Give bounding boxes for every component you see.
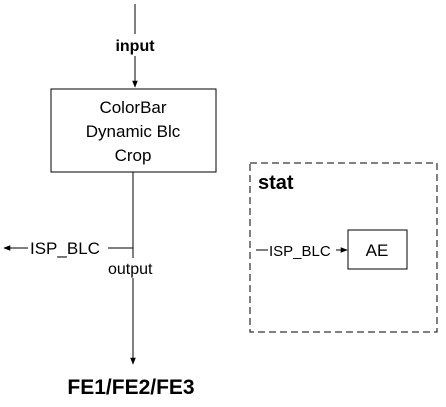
main-block (50, 88, 217, 173)
ae-block-label: AE (366, 241, 389, 260)
stat-group (249, 162, 438, 333)
ae-block (347, 229, 408, 270)
final-output-label: FE1/FE2/FE3 (67, 376, 194, 399)
isp-blc-label: ISP_BLC (30, 239, 100, 258)
main-block-line3: Crop (115, 146, 152, 165)
stat-title: stat (258, 172, 294, 194)
output-label: output (108, 261, 153, 278)
input-label: input (115, 38, 155, 55)
stat-input-label: ISP_BLC (269, 243, 331, 260)
main-block-line2: Dynamic Blc (86, 122, 181, 141)
main-block-line1: ColorBar (99, 98, 166, 117)
